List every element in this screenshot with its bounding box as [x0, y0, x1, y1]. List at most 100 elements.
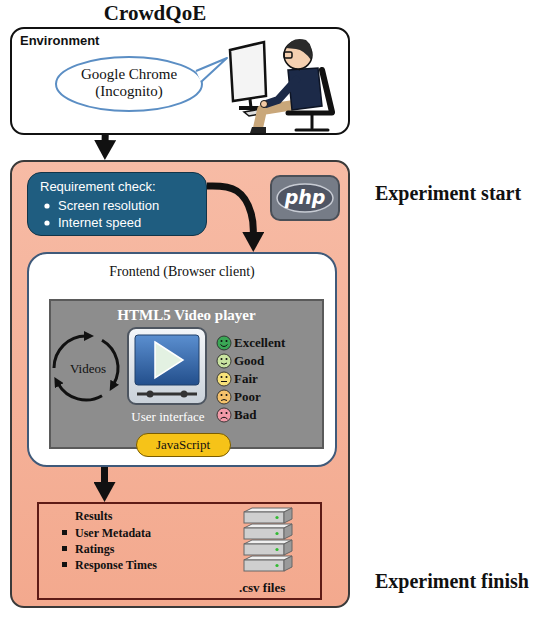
- mouth: [221, 400, 227, 401]
- server-top: [244, 540, 292, 544]
- server-icon: [244, 508, 292, 571]
- play-icon: [128, 328, 206, 404]
- server-light: [275, 516, 278, 519]
- environment-box: EnvironmentGoogle Chrome (Incognito): [10, 27, 350, 135]
- server-side: [284, 524, 292, 539]
- glasses: [284, 52, 292, 58]
- box-heading: Results: [75, 509, 112, 524]
- diagram-title: CrowdQoE: [55, 1, 255, 26]
- chair-back: [322, 70, 332, 112]
- cycle-arc: [58, 384, 102, 400]
- rating-option: Good: [234, 353, 264, 369]
- user-illustration: [230, 39, 332, 133]
- bullet-item: Response Times: [75, 558, 157, 573]
- phase-label: Experiment start: [375, 182, 521, 205]
- results-box: ResultsUser MetadataRatingsResponse Time…: [37, 502, 322, 600]
- rating-face: [217, 336, 231, 350]
- server-front: [244, 512, 284, 523]
- video-player-panel: HTML5 Video playerVideosUser interfaceEx…: [49, 299, 324, 449]
- box-heading: Requirement check:: [40, 179, 156, 194]
- chair-base: [296, 113, 328, 130]
- bullet-item: User Metadata: [75, 526, 151, 541]
- hand: [261, 101, 268, 108]
- bullet-item: Ratings: [75, 542, 114, 557]
- rating-face: [217, 372, 231, 386]
- server-light: [275, 564, 278, 567]
- eye: [226, 412, 228, 414]
- monitor: [230, 42, 266, 101]
- cycle-arc: [102, 340, 118, 384]
- icon-caption: User interface: [113, 409, 223, 425]
- bullet: [62, 530, 67, 535]
- neck: [292, 68, 300, 70]
- server-light: [275, 548, 278, 551]
- flow-arrow: [207, 186, 253, 233]
- logo-text: php: [272, 186, 338, 208]
- bullet-item: Internet speed: [58, 215, 141, 230]
- seek-knob: [147, 391, 154, 398]
- box-heading: Frontend (Browser client): [29, 264, 335, 280]
- play-triangle: [155, 342, 183, 378]
- server-unit: [244, 556, 292, 571]
- eye: [226, 376, 228, 378]
- mouth: [221, 345, 228, 347]
- shoe: [250, 127, 266, 133]
- phase-label: Experiment finish: [375, 570, 529, 593]
- server-front: [244, 544, 284, 555]
- speech-tail: [196, 58, 227, 82]
- php-badge: php: [270, 175, 340, 221]
- arm: [266, 80, 296, 104]
- mouth: [221, 381, 227, 382]
- rating-option: Fair: [234, 371, 258, 387]
- box-heading: Environment: [20, 33, 99, 48]
- bullet: [62, 546, 67, 551]
- server-unit: [244, 540, 292, 555]
- cycle-arc: [54, 336, 86, 368]
- rating-option: Poor: [234, 389, 261, 405]
- eye: [221, 394, 223, 396]
- server-top: [244, 556, 292, 560]
- rating-face: [217, 390, 231, 404]
- seek-bar: [137, 393, 197, 396]
- server-side: [284, 540, 292, 555]
- rating-face: [217, 408, 231, 422]
- head: [284, 41, 312, 69]
- bullet: [44, 203, 49, 208]
- browser-ellipse: Google Chrome (Incognito): [54, 55, 204, 113]
- server-top: [244, 508, 292, 512]
- eye: [221, 376, 223, 378]
- face: [217, 354, 231, 368]
- rating-option: Bad: [234, 407, 256, 423]
- face: [217, 372, 231, 386]
- seek-knob: [181, 391, 188, 398]
- server-side: [284, 556, 292, 571]
- eye: [221, 340, 223, 342]
- server-unit: [244, 508, 292, 523]
- requirement-box: Requirement check:Screen resolutionInter…: [27, 172, 207, 236]
- javascript-badge: JavaScript: [136, 433, 231, 457]
- face: [217, 336, 231, 350]
- server-side: [284, 508, 292, 523]
- flow-arrow: [102, 135, 109, 141]
- chair-seat: [288, 111, 332, 116]
- cycle-label: Videos: [53, 361, 123, 377]
- ellipse-outline: [56, 57, 202, 111]
- torso: [288, 68, 322, 110]
- server-light: [275, 532, 278, 535]
- ellipse-label: Google Chrome (Incognito): [64, 66, 194, 100]
- badge-label: JavaScript: [137, 437, 229, 453]
- face: [217, 408, 231, 422]
- flow-arrow: [101, 467, 108, 483]
- legs: [258, 104, 300, 128]
- server-unit: [244, 524, 292, 539]
- mouth: [221, 417, 228, 419]
- play-frame: [128, 328, 206, 404]
- mouth: [221, 363, 227, 364]
- face: [217, 390, 231, 404]
- play-screen: [135, 335, 199, 385]
- monitor-base: [239, 106, 265, 110]
- eye: [226, 394, 228, 396]
- server-front: [244, 528, 284, 539]
- eye: [221, 358, 223, 360]
